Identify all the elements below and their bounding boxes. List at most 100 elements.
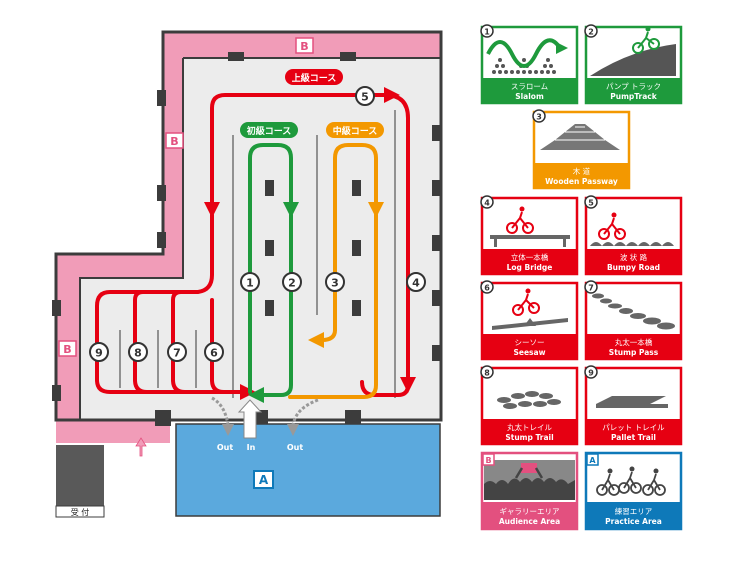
practice-area-label: A [253,470,274,489]
svg-text:立体一本橋: 立体一本橋 [511,252,549,262]
svg-text:6: 6 [484,284,490,293]
svg-text:PumpTrack: PumpTrack [610,92,658,101]
svg-text:Log Bridge: Log Bridge [507,263,553,272]
svg-text:9: 9 [95,347,103,360]
stump-pass-icon [592,293,675,330]
svg-text:波 状 路: 波 状 路 [620,252,648,262]
svg-text:5: 5 [588,199,594,208]
beginner-course-label: 初級コース [240,122,298,138]
svg-text:丸太トレイル: 丸太トレイル [507,422,552,432]
svg-text:6: 6 [210,347,218,360]
svg-text:Pallet Trail: Pallet Trail [611,433,656,442]
legend-item-stump-trail: 8 丸太トレイル Stump Trail [480,365,579,446]
svg-text:丸太一本橋: 丸太一本橋 [615,337,653,347]
venue-map: 受 付 B B B A [52,30,443,518]
obstacle-marker-1: 1 [240,272,260,292]
svg-text:上級コース: 上級コース [292,72,337,84]
svg-text:9: 9 [588,369,594,378]
obstacle-marker-4: 4 [406,272,426,292]
exit-arrowhead-right [287,424,299,436]
obstacle-marker-9: 9 [89,342,109,362]
svg-text:B: B [485,456,491,465]
practice-area [175,423,441,517]
svg-text:スラローム: スラローム [511,82,548,91]
svg-text:7: 7 [588,284,594,293]
svg-text:Wooden Passway: Wooden Passway [545,177,618,186]
svg-text:3: 3 [536,113,542,122]
svg-text:4: 4 [412,277,420,290]
svg-text:4: 4 [484,199,490,208]
svg-text:2: 2 [588,28,594,37]
svg-text:A: A [589,456,596,465]
svg-text:木 道: 木 道 [573,166,591,176]
reception-label: 受 付 [71,507,90,517]
pumptrack-icon [590,26,676,76]
advanced-course-path [95,87,416,400]
obstacle-marker-8: 8 [128,342,148,362]
obstacle-marker-6: 6 [204,342,224,362]
rider-heads [607,466,659,474]
intermediate-course-path [288,143,384,399]
exit-arrow-right [291,398,319,426]
legend-item-bumpy-road: 5 波 状 路 Bumpy Road [584,195,683,276]
svg-text:8: 8 [484,369,490,378]
stump-trail-icon [497,391,561,409]
legend-item-slalom: 1 スラローム Slalom [480,24,579,105]
outer-wall [54,30,443,422]
svg-text:1: 1 [246,277,254,290]
legend: 1 スラローム Slalom 2 パンプ トラック PumpTrack [480,24,683,531]
obstacle-marker-2: 2 [282,272,302,292]
legend-item-pallet-trail: 9 パレット トレイル Pallet Trail [584,365,683,446]
svg-text:7: 7 [173,347,181,360]
beginner-course-path [248,143,299,403]
intermediate-course-label: 中級コース [326,122,384,138]
legend-item-pumptrack: 2 パンプ トラック PumpTrack [584,24,683,105]
legend-item-audience-area: B ギャラリーエリア Audience Area [480,451,579,531]
legend-item-stump-pass: 7 丸太一本橋 Stump Pass [584,280,683,361]
advanced-course-label: 上級コース [285,69,343,85]
svg-text:Stump Pass: Stump Pass [609,348,659,357]
svg-text:パレット トレイル: パレット トレイル [602,423,665,432]
svg-text:Bumpy Road: Bumpy Road [607,263,660,272]
legend-item-seesaw: 6 シーソー Seesaw [480,280,579,361]
exit-arrow-left [211,396,230,426]
bumpy-road-icon [590,212,674,246]
svg-text:8: 8 [134,347,142,360]
seesaw-icon [492,288,568,330]
out-label-right: Out [287,443,303,452]
svg-text:ギャラリーエリア: ギャラリーエリア [500,507,560,516]
audience-label-top: B [295,37,314,54]
svg-text:シーソー: シーソー [515,338,545,347]
svg-text:2: 2 [288,277,296,290]
arena-floor [80,58,441,420]
pallet-trail-icon [596,396,668,408]
reception-entry-arrow [135,437,147,457]
svg-text:3: 3 [331,277,339,290]
obstacle-marker-5: 5 [355,86,375,106]
exit-arrowhead-left [222,424,234,436]
legend-item-wooden-passway: 3 木 道 Wooden Passway [532,109,631,190]
svg-text:B: B [300,40,308,53]
svg-text:初級コース: 初級コース [247,125,292,137]
log-bridge-icon [490,206,570,247]
svg-text:5: 5 [361,91,369,104]
svg-text:Stump Trail: Stump Trail [505,433,553,442]
out-label-left: Out [217,443,233,452]
entrance-arrow [237,399,263,439]
in-label: In [247,443,256,452]
svg-text:Practice Area: Practice Area [605,517,662,526]
legend-item-log-bridge: 4 立体一本橋 Log Bridge [480,195,579,276]
svg-text:練習エリア: 練習エリア [615,506,653,516]
obstacle-marker-3: 3 [325,272,345,292]
slalom-icon [486,38,568,74]
svg-text:パンプ トラック: パンプ トラック [606,82,661,91]
svg-text:1: 1 [484,28,490,37]
course-dividers [119,110,396,398]
svg-text:Seesaw: Seesaw [513,348,545,357]
wooden-passway-icon [540,124,620,150]
audience-icon [484,460,575,500]
svg-text:A: A [259,473,269,487]
svg-text:Audience Area: Audience Area [499,517,560,526]
audience-label-side: B [165,132,184,149]
